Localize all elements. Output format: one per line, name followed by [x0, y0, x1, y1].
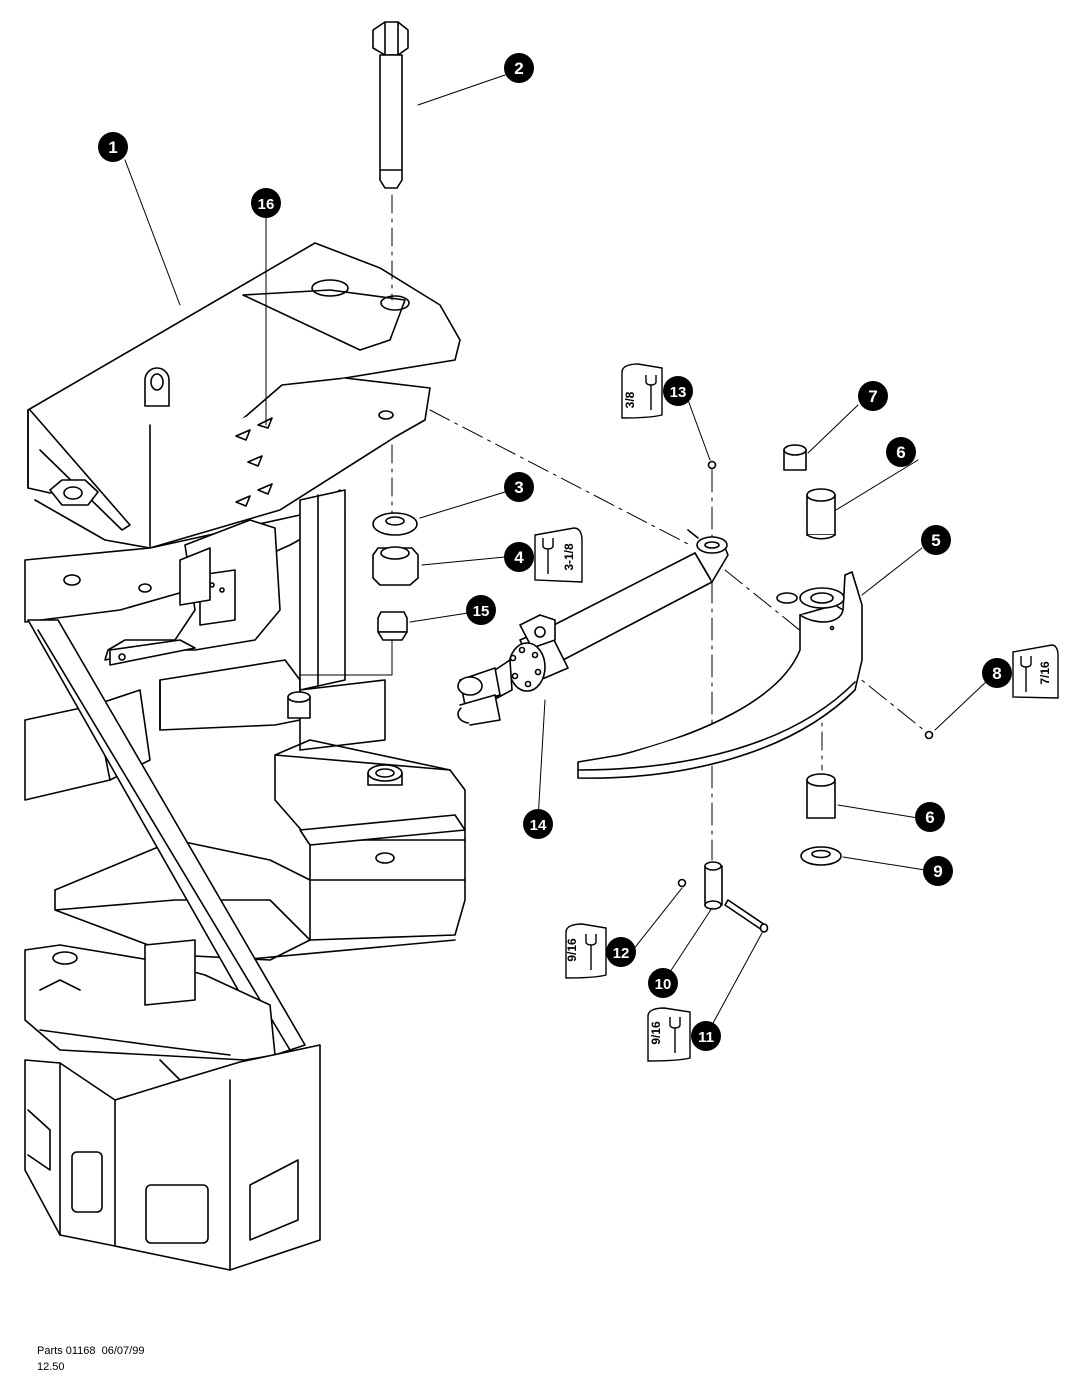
bushing-6-upper: [806, 488, 836, 540]
wrench-tag-12: 9/16: [565, 923, 607, 979]
svg-text:11: 11: [698, 1029, 714, 1046]
wrench-tag-4: 3-1/8: [534, 527, 583, 583]
washer-9: [800, 846, 842, 866]
svg-text:12: 12: [613, 945, 630, 962]
wrench-icon: [542, 538, 554, 574]
wrench-icon: [645, 375, 657, 410]
svg-text:7/16: 7/16: [1038, 661, 1052, 685]
callout-6-lower: 6: [915, 802, 945, 832]
callout-11: 11: [691, 1021, 721, 1051]
callout-4: 4: [504, 542, 534, 572]
footer-part-number-date: Parts 01168 06/07/99: [37, 1345, 145, 1357]
hydraulic-cylinder: [457, 529, 729, 726]
svg-text:7: 7: [868, 387, 877, 406]
callout-7: 7: [858, 381, 888, 411]
svg-text:3/8: 3/8: [623, 391, 637, 408]
callout-9: 9: [923, 856, 953, 886]
svg-text:6: 6: [896, 443, 905, 462]
svg-text:13: 13: [670, 384, 687, 401]
frame-bushing: [287, 691, 311, 719]
curved-tooth-arm: [577, 571, 863, 779]
wrench-icon: [669, 1017, 681, 1053]
callout-12: 12: [606, 937, 636, 967]
grease-fitting-12: [677, 878, 687, 888]
plug-axis-line: [299, 639, 393, 691]
callout-2: 2: [504, 53, 534, 83]
grease-fitting-13: [707, 460, 717, 470]
svg-text:9: 9: [933, 862, 942, 881]
svg-text:9/16: 9/16: [649, 1021, 663, 1045]
callout-10: 10: [648, 968, 678, 998]
spike-studs: [235, 417, 273, 507]
callout-15: 15: [466, 595, 496, 625]
hex-bolt: [372, 21, 409, 189]
grease-plug: [377, 611, 408, 641]
svg-text:6: 6: [925, 808, 934, 827]
callout-13: 13: [663, 376, 693, 406]
callout-3: 3: [504, 472, 534, 502]
svg-text:3-1/8: 3-1/8: [562, 543, 576, 571]
svg-text:14: 14: [530, 817, 547, 834]
svg-text:16: 16: [258, 196, 275, 213]
svg-text:10: 10: [655, 976, 672, 993]
lock-nut: [372, 546, 419, 586]
svg-text:4: 4: [514, 548, 524, 567]
svg-text:2: 2: [514, 59, 523, 78]
grease-fitting-8: [924, 730, 934, 740]
footer-page-number: 12.50: [37, 1361, 65, 1373]
upper-bushing-7: [783, 444, 807, 471]
leader-lines: [124, 74, 989, 1026]
main-frame: [24, 242, 466, 1271]
callout-5: 5: [921, 525, 951, 555]
bushing-6-lower: [806, 773, 836, 819]
svg-text:9/16: 9/16: [565, 938, 579, 962]
pivot-pin: [704, 861, 723, 910]
wrench-icon: [585, 934, 597, 970]
callout-16: 16: [251, 188, 281, 218]
svg-text:5: 5: [931, 531, 940, 550]
callout-1: 1: [98, 132, 128, 162]
wrench-tag-13: 3/8: [621, 363, 663, 419]
callout-6-upper: 6: [886, 437, 916, 467]
callout-14: 14: [523, 809, 553, 839]
page-footer: Parts 01168 06/07/99 12.50: [37, 1343, 144, 1375]
svg-text:3: 3: [514, 478, 523, 497]
svg-text:1: 1: [108, 138, 117, 157]
wrench-tag-8: 7/16: [1012, 644, 1059, 699]
svg-text:15: 15: [473, 603, 490, 620]
wrench-icon: [1020, 656, 1032, 692]
roll-pin-11: [724, 899, 769, 933]
svg-text:8: 8: [992, 664, 1001, 683]
wrench-tag-11: 9/16: [647, 1007, 691, 1062]
washer: [372, 512, 418, 536]
callout-8: 8: [982, 658, 1012, 688]
